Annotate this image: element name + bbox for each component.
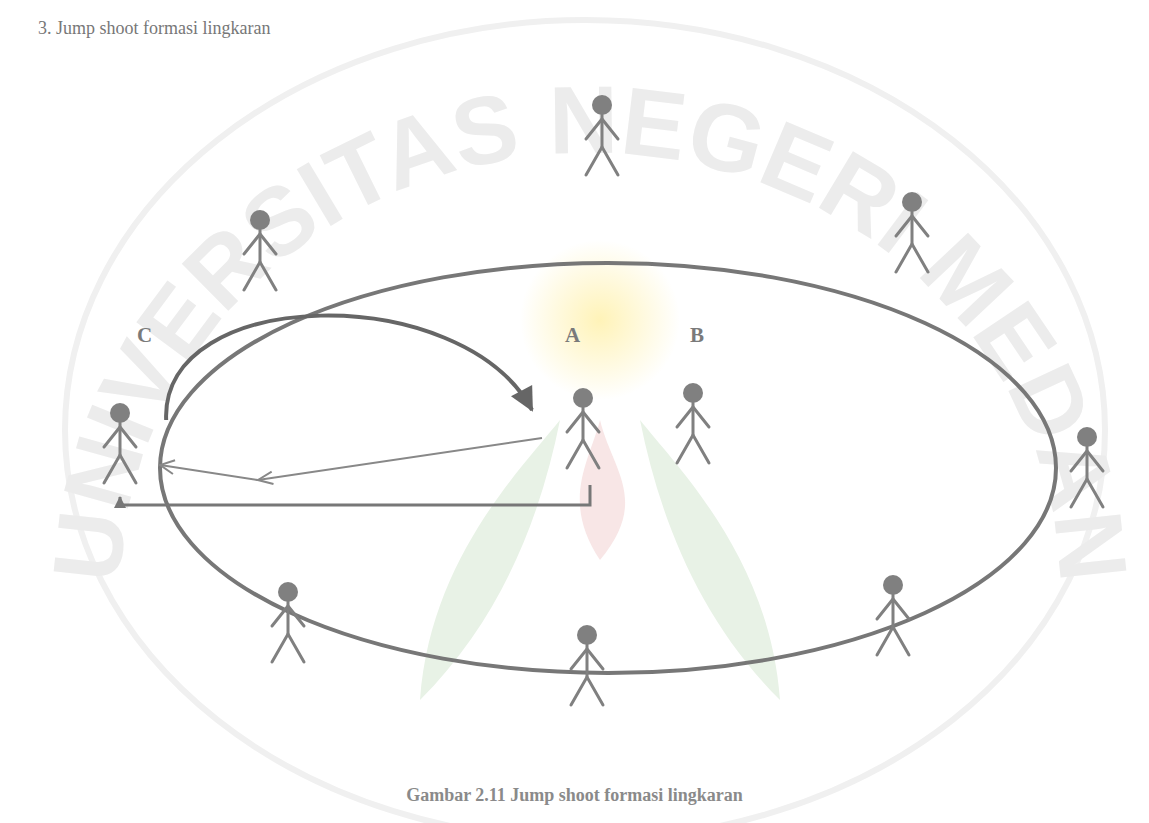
player-head [250,210,270,230]
player-legs [272,634,304,662]
player-arms [244,234,276,254]
circle-formation [160,263,1056,673]
watermark-text: UNIVERSITAS NEGERI MEDAN [32,66,1148,586]
stick-figure [586,95,618,175]
section-heading: 3. Jump shoot formasi lingkaran [38,18,270,39]
player-legs [586,147,618,175]
player-letter: C [137,325,152,346]
player-arms [586,119,618,139]
stick-figure [877,575,909,655]
player-head [278,582,298,602]
watermark-leaf [640,420,780,700]
figure-caption: Gambar 2.11 Jump shoot formasi lingkaran [0,785,1149,806]
player-node: C [92,325,156,495]
player-arms [896,216,928,236]
stick-figure [272,582,304,662]
stick-figure [104,403,136,483]
player-figure [668,325,723,475]
player-head [1077,427,1097,447]
player-head [902,192,922,212]
watermark-flame [580,420,625,560]
player-node: A [540,325,612,483]
player-legs [244,262,276,290]
players [244,95,1103,705]
player-arms [877,599,909,619]
movement-arrow [120,485,590,505]
stick-figure [896,192,928,272]
player-legs [571,677,603,705]
player-legs [1071,479,1103,507]
player-figure [92,325,156,495]
player-arms [1071,451,1103,471]
player-head [573,388,593,408]
movement-arrow [166,316,532,420]
player-head [110,403,130,423]
player-head [883,575,903,595]
player-arms [272,606,304,626]
stick-figure [571,625,603,705]
player-letter: B [690,325,704,346]
movement-arrow [160,438,542,480]
player-arms [104,427,136,447]
stick-figure [244,210,276,290]
player-legs [677,435,709,463]
player-head [592,95,612,115]
player-figure [540,325,612,483]
player-arms [567,412,599,432]
watermark-text-path: UNIVERSITAS NEGERI MEDAN [32,66,1148,586]
player-legs [877,627,909,655]
player-legs [104,455,136,483]
player-head [683,383,703,403]
player-legs [896,244,928,272]
stick-figure [1071,427,1103,507]
player-head [577,625,597,645]
stick-figure [677,383,709,463]
player-arms [571,649,603,669]
player-arms [677,407,709,427]
player-letter: A [565,325,580,346]
stick-figure [567,388,599,468]
player-legs [567,440,599,468]
player-node: B [668,325,723,475]
